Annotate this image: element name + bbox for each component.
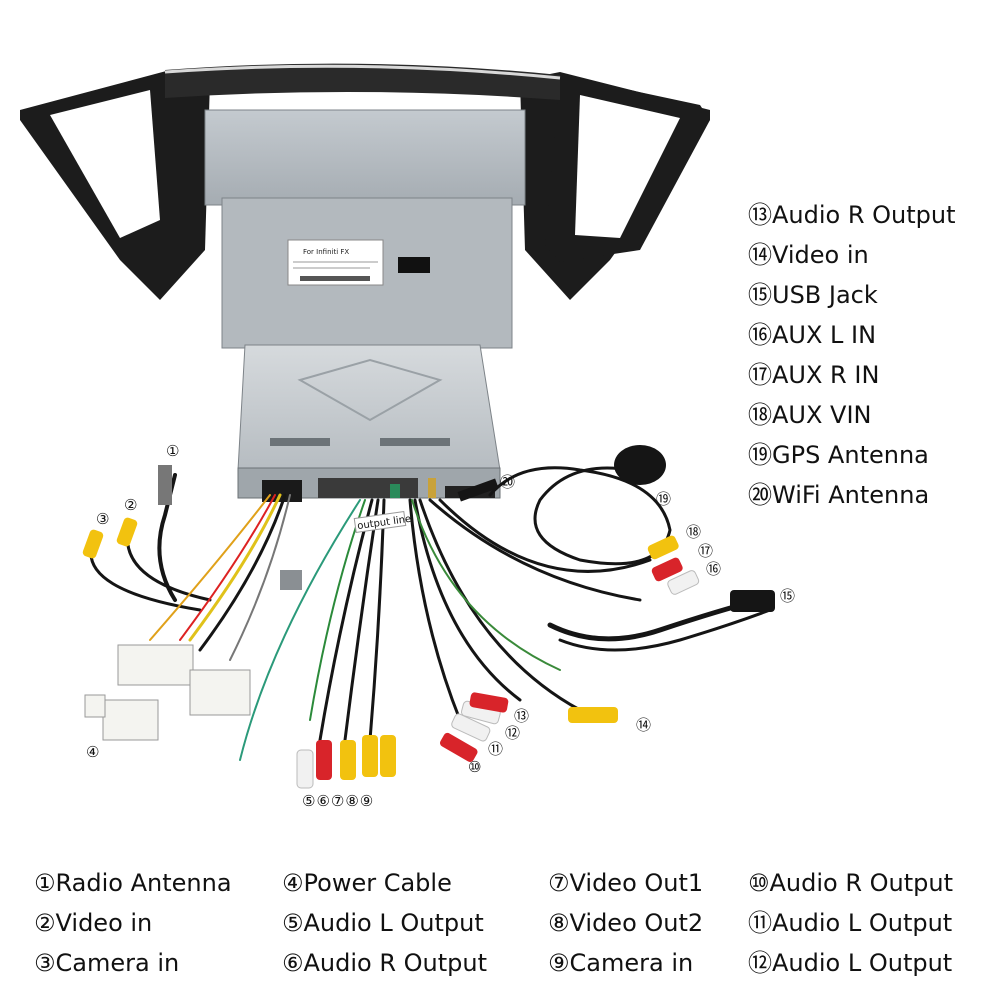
legend-num: ⑲ xyxy=(748,441,772,469)
usb-jack xyxy=(730,590,775,612)
legend-item: ⑨Camera in xyxy=(548,948,693,978)
legend-num: ⑤ xyxy=(282,909,304,937)
legend-item: ⑯AUX L IN xyxy=(748,320,876,350)
frame-right-cutout xyxy=(575,95,680,238)
legend-num: ⑭ xyxy=(748,241,772,269)
legend-item: ③Camera in xyxy=(34,948,179,978)
frame-chrome-strip xyxy=(164,64,561,80)
screen-back-panel xyxy=(204,109,526,206)
legend-num: ⑮ xyxy=(748,281,772,309)
legend-label: Audio L Output xyxy=(303,909,484,937)
legend-num: ⑦ xyxy=(548,869,570,897)
callout-5-9: ⑤⑥⑦⑧⑨ xyxy=(302,792,375,810)
legend-num: ⑫ xyxy=(748,949,772,977)
rear-plug xyxy=(262,480,302,502)
legend-label: Audio R Output xyxy=(772,201,956,229)
chassis-lower xyxy=(237,344,501,471)
legend-num: ⑱ xyxy=(748,401,772,429)
legend-item: ⑬Audio R Output xyxy=(748,200,956,230)
legend-num: ⑧ xyxy=(548,909,570,937)
legend-label: Video in xyxy=(772,241,869,269)
callout-11: ⑪ xyxy=(488,740,504,758)
chassis-lower-emboss xyxy=(297,358,443,422)
callout-20: ⑳ xyxy=(500,473,516,491)
callout-17: ⑰ xyxy=(698,542,714,560)
legend-label: Camera in xyxy=(569,949,694,977)
callout-15: ⑮ xyxy=(780,587,796,605)
legend-item: ⑭Video in xyxy=(748,240,869,270)
legend-num: ④ xyxy=(282,869,304,897)
legend-item: ⑳WiFi Antenna xyxy=(748,480,929,510)
rca-plugs xyxy=(82,517,700,789)
legend-label: Audio L Output xyxy=(772,909,953,937)
legend-num: ⑩ xyxy=(748,869,770,897)
legend-item: ⑧Video Out2 xyxy=(548,908,703,938)
callout-2: ② xyxy=(124,496,138,514)
legend-num: ⑰ xyxy=(748,361,772,389)
legend-num: ⑳ xyxy=(748,481,772,509)
rear-plug-gold xyxy=(428,478,436,498)
rear-plug-green xyxy=(390,484,400,498)
legend-item: ④Power Cable xyxy=(282,868,452,898)
gps-antenna xyxy=(614,445,666,485)
legend-item: ⑤Audio L Output xyxy=(282,908,484,938)
legend-item: ⑩Audio R Output xyxy=(748,868,953,898)
rear-plug xyxy=(318,478,418,498)
legend-num: ⑥ xyxy=(282,949,304,977)
vent-holes xyxy=(270,438,450,446)
legend-num: ③ xyxy=(34,949,56,977)
legend-label: GPS Antenna xyxy=(772,441,929,469)
legend-num: ⑪ xyxy=(748,909,772,937)
legend-label: USB Jack xyxy=(772,281,878,309)
legend-item: ⑦Video Out1 xyxy=(548,868,703,898)
callout-18: ⑱ xyxy=(686,523,702,541)
legend-item: ⑥Audio R Output xyxy=(282,948,487,978)
legend-label: Audio R Output xyxy=(769,869,954,897)
callout-14: ⑭ xyxy=(636,716,652,734)
legend-label: Audio R Output xyxy=(303,949,488,977)
unit-sticker-title: For Infiniti FX xyxy=(303,248,349,256)
callout-3: ③ xyxy=(96,510,110,528)
cable-harness xyxy=(89,465,772,761)
frame-top-bar xyxy=(165,63,560,100)
callout-16: ⑯ xyxy=(706,560,722,578)
legend-item: ⑫Audio L Output xyxy=(748,948,952,978)
legend-label: Power Cable xyxy=(303,869,452,897)
legend-item: ⑮USB Jack xyxy=(748,280,878,310)
legend-num: ② xyxy=(34,909,56,937)
legend-label: Camera in xyxy=(55,949,180,977)
callout-1: ① xyxy=(166,442,180,460)
legend-label: Audio L Output xyxy=(772,949,953,977)
sticker-barcode xyxy=(300,276,370,281)
legend-label: AUX L IN xyxy=(772,321,877,349)
callout-4: ④ xyxy=(86,743,100,761)
legend-label: WiFi Antenna xyxy=(772,481,930,509)
legend-item: ⑪Audio L Output xyxy=(748,908,952,938)
legend-label: AUX VIN xyxy=(772,401,872,429)
legend-num: ⑯ xyxy=(748,321,772,349)
legend-num: ① xyxy=(34,869,56,897)
legend-item: ②Video in xyxy=(34,908,152,938)
legend-item: ⑲GPS Antenna xyxy=(748,440,929,470)
chassis-port xyxy=(398,257,430,273)
legend-item: ⑱AUX VIN xyxy=(748,400,872,430)
legend-label: Video Out1 xyxy=(569,869,704,897)
power-connectors xyxy=(84,570,302,741)
legend-label: Video Out2 xyxy=(569,909,704,937)
legend-label: Video in xyxy=(55,909,153,937)
callout-13: ⑬ xyxy=(514,707,530,725)
wifi-antenna xyxy=(457,478,499,502)
head-unit: For Infiniti FX xyxy=(20,63,710,502)
legend-num: ⑬ xyxy=(748,201,772,229)
callout-10: ⑩ xyxy=(468,758,482,776)
callout-19: ⑲ xyxy=(656,490,672,508)
legend-item: ⑰AUX R IN xyxy=(748,360,879,390)
legend-num: ⑨ xyxy=(548,949,570,977)
legend-label: AUX R IN xyxy=(772,361,880,389)
legend-item: ①Radio Antenna xyxy=(34,868,232,898)
frame-left-cutout xyxy=(50,90,160,238)
callout-12: ⑫ xyxy=(505,724,521,742)
legend-label: Radio Antenna xyxy=(55,869,232,897)
